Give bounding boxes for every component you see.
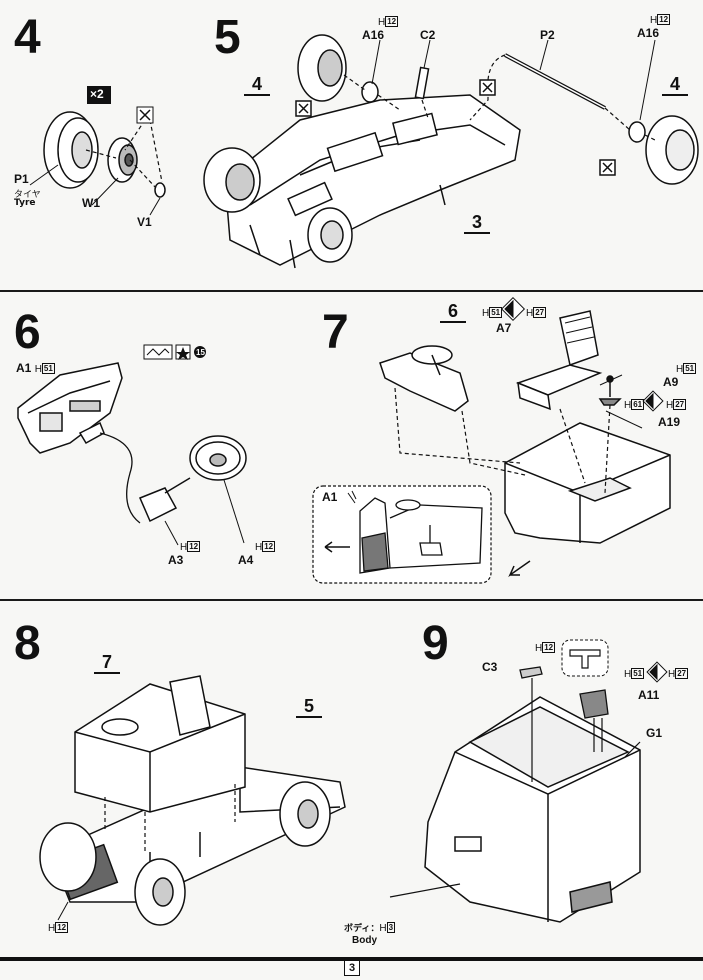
step8-guide-lines — [104, 784, 236, 852]
steps-6-7-illustration — [17, 296, 671, 584]
left-wheel-exploded — [297, 34, 379, 103]
decal-number: 15 — [196, 348, 205, 357]
part-label-a16: A16 — [362, 28, 385, 42]
color-mix-icon — [642, 390, 664, 412]
part-label-a19: A19 — [658, 415, 681, 429]
seat-drawing — [515, 310, 603, 411]
part-label-w1: W1 — [82, 196, 100, 210]
part-label-a7: A7 — [496, 321, 512, 335]
decal-number-icon — [194, 346, 206, 358]
step-number: 4 — [14, 11, 41, 64]
glue-icons-step5 — [295, 79, 616, 176]
rear-wheel-drawing — [307, 207, 353, 263]
part-label-p2: P2 — [540, 28, 555, 42]
part-label-a11: A11 — [638, 688, 660, 702]
front-wheel-drawing — [39, 822, 186, 926]
arrow-left-icon — [324, 541, 350, 553]
step7-guide-lines — [394, 387, 611, 494]
inset-box — [312, 485, 492, 584]
step-number: 7 — [322, 306, 349, 359]
steering-column-drawing — [139, 477, 191, 523]
body-en-label: Body — [352, 935, 377, 946]
dashboard-drawing — [17, 362, 123, 454]
cabin-drawing — [74, 675, 246, 813]
part-en-p1: Tyre — [14, 198, 36, 208]
arrow-down-left-icon — [508, 560, 531, 578]
part-label-p1: P1 — [14, 172, 29, 186]
small-part-a11-drawing — [579, 689, 609, 719]
right-wheel-exploded — [628, 115, 699, 185]
part-label-a3: A3 — [168, 553, 184, 567]
step-number: 8 — [14, 617, 41, 670]
part-label-a4: A4 — [238, 553, 254, 567]
multiplier-label: ×2 — [90, 87, 104, 101]
reference-step-4-left: 4 — [244, 74, 271, 96]
part-label-a16: A16 — [637, 26, 660, 40]
steering-wheel-drawing — [189, 435, 247, 481]
page-number: 3 — [344, 960, 360, 976]
cabin-floor-drawing — [504, 422, 671, 544]
part-label-g1: G1 — [646, 726, 663, 740]
reference-step-6: 6 — [440, 301, 467, 323]
multiplier-badge — [87, 86, 111, 104]
reference-step-5: 5 — [296, 696, 323, 718]
rod-drawing — [414, 66, 430, 100]
rear-wheel-drawing — [279, 781, 331, 847]
part-label-v1: V1 — [137, 215, 152, 229]
color-mix-icon — [646, 661, 668, 683]
body-shell-drawing — [424, 696, 641, 923]
shift-lever-drawing — [598, 375, 622, 406]
inset-label-a1: A1 — [322, 490, 338, 504]
reference-step-7: 7 — [94, 652, 121, 674]
step4-guide-lines — [85, 119, 163, 189]
reference-step-3: 3 — [464, 212, 491, 234]
step-number: 9 — [422, 617, 449, 670]
step-number: 5 — [214, 11, 241, 64]
front-wheel-drawing — [203, 147, 261, 213]
steps-4-5-illustration — [29, 34, 699, 269]
cap-drawing — [154, 182, 166, 198]
step-number: 6 — [14, 306, 41, 359]
chassis-drawing — [224, 94, 521, 269]
part-label-c2: C2 — [420, 28, 436, 42]
inset-cabin-drawing — [359, 497, 483, 574]
small-part-c3-drawing — [519, 666, 543, 679]
step5-guide-lines — [343, 54, 656, 141]
reference-step-4-right: 4 — [662, 74, 689, 96]
part-label-a9: A9 — [663, 375, 679, 389]
color-mix-icon — [500, 296, 526, 322]
tyre-drawing — [43, 111, 99, 189]
part-sub-p1: タイヤ — [14, 190, 41, 200]
steps-8-9-illustration — [39, 639, 668, 926]
wheel-drawing — [107, 137, 138, 183]
part-label-c3: C3 — [482, 660, 498, 674]
step9-guide-lines — [389, 678, 641, 898]
dash-assembly-drawing — [379, 345, 469, 412]
